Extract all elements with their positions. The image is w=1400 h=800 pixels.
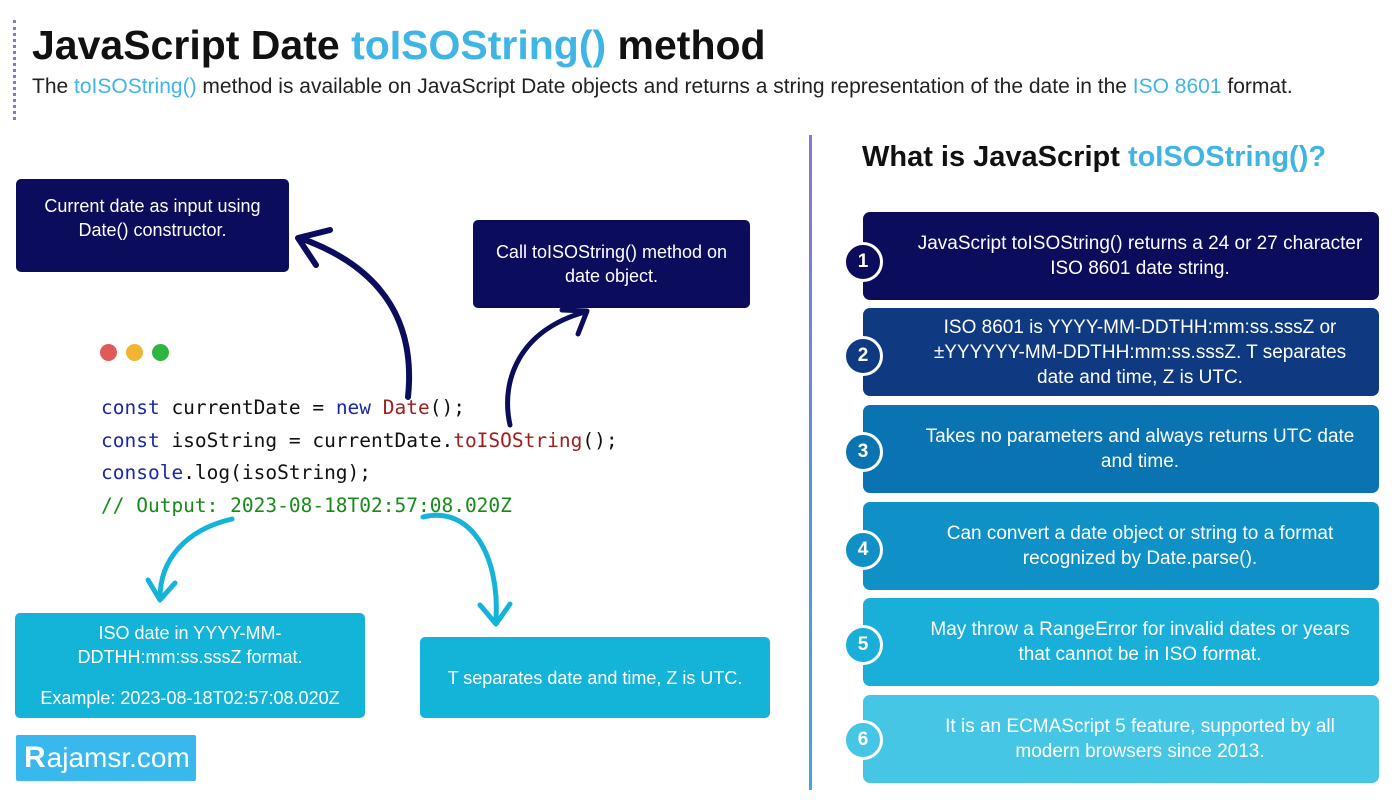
callout-t-separator: T separates date and time, Z is UTC. [420,637,770,718]
yellow-dot-icon [126,344,143,361]
panel-title-accent: toISOString()? [1127,141,1327,173]
panel-title: What is JavaScript toISOString()? [862,138,1326,176]
arrow-to-input-icon [297,235,413,400]
logo-mark: R [24,741,46,774]
green-dot-icon [152,344,169,361]
code-line-2: const isoString = currentDate.toISOStrin… [101,428,618,452]
title-suffix: method [606,22,766,68]
number-badge: 1 [843,242,883,282]
callout-call-method: Call toISOString() method on date object… [473,220,750,308]
info-card: Takes no parameters and always returns U… [863,405,1379,493]
info-card-text: JavaScript toISOString() returns a 24 or… [917,233,1363,279]
callout-text: ISO date in YYYY-MM-DDTHH:mm:ss.sssZ for… [77,623,303,667]
panel-title-prefix: What is JavaScript [862,141,1128,173]
callout-iso-format: ISO date in YYYY-MM-DDTHH:mm:ss.sssZ for… [15,613,365,718]
title-prefix: JavaScript Date [32,22,352,68]
subtitle-accent: toISOString() [74,75,197,98]
logo-text: ajamsr.com [46,742,190,773]
info-card: Can convert a date object or string to a… [863,502,1379,590]
callout-example: Example: 2023-08-18T02:57:08.020Z [40,688,340,708]
arrowhead-method-icon [559,307,590,337]
code-block: const currentDate = new Date(); const iso… [101,392,618,522]
callout-date-input: Current date as input using Date() const… [16,179,289,272]
subtitle-accent: ISO 8601 [1132,75,1222,98]
subtitle-text: format. [1221,75,1293,98]
page-title: JavaScript Date toISOString() method [32,20,766,70]
code-line-1: const currentDate = new Date(); [101,396,465,419]
info-card: JavaScript toISOString() returns a 24 or… [863,212,1379,300]
arrow-to-tsep-icon [420,512,499,623]
section-divider [809,135,812,790]
page-subtitle: The toISOString() method is available on… [32,72,1332,102]
code-line-4: // Output: 2023-08-18T02:57:08.020Z [101,493,512,517]
subtitle-text: The [32,75,75,98]
number-badge: 4 [843,530,883,570]
info-card: May throw a RangeError for invalid dates… [863,598,1379,686]
info-card: ISO 8601 is YYYY-MM-DDTHH:mm:ss.sssZ or … [863,308,1379,396]
arrow-to-iso-icon [157,516,235,601]
callout-text: T separates date and time, Z is UTC. [447,667,743,688]
number-badge: 3 [843,432,883,472]
arrowhead-iso-icon [145,577,178,603]
number-badge: 2 [843,336,883,376]
title-accent: toISOString() [351,22,607,68]
info-card-text: It is an ECMAScript 5 feature, supported… [945,716,1335,762]
number-badge: 5 [843,625,883,665]
red-dot-icon [100,344,117,361]
info-card-text: Takes no parameters and always returns U… [925,426,1355,472]
number-badge: 6 [843,720,883,760]
arrowhead-input-icon [295,227,333,268]
subtitle-text: method is available on JavaScript Date o… [196,75,1133,98]
code-line-3: console.log(isoString); [101,461,372,484]
callout-text: Current date as input using Date() const… [44,195,261,240]
callout-text: Call toISOString() method on date object… [495,242,728,286]
arrowhead-tsep-icon [477,601,513,627]
info-card-text: ISO 8601 is YYYY-MM-DDTHH:mm:ss.sssZ or … [933,316,1347,388]
info-card-text: May throw a RangeError for invalid dates… [930,619,1350,665]
info-card: It is an ECMAScript 5 feature, supported… [863,695,1379,783]
window-controls [100,344,169,361]
header-accent-bar [13,20,16,120]
info-card-text: Can convert a date object or string to a… [946,523,1334,569]
